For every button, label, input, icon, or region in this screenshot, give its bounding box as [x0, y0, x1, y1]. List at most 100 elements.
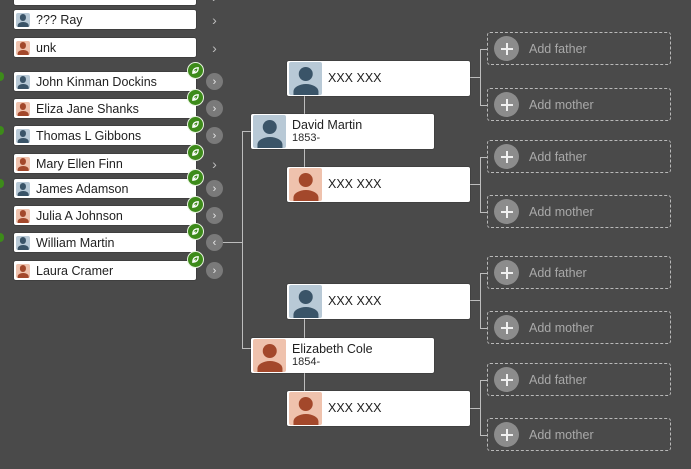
leaf-hint-icon[interactable] [187, 223, 204, 240]
add-father-button[interactable]: Add father [487, 256, 671, 289]
connector-line [480, 273, 488, 274]
person-card[interactable]: Julia A Johnson [14, 206, 196, 225]
chevron-right-icon[interactable]: › [206, 207, 223, 224]
add-label: Add mother [529, 97, 594, 112]
chevron-right-icon[interactable]: › [206, 100, 223, 117]
male-avatar-icon [289, 285, 322, 318]
chevron-right-icon[interactable]: › [212, 11, 217, 28]
plus-icon [494, 315, 519, 340]
connector-line [242, 131, 243, 348]
person-name: Elizabeth Cole [292, 341, 373, 356]
chevron-right-icon[interactable]: › [206, 0, 223, 5]
person-dates: 1853- [292, 132, 321, 145]
add-father-button[interactable]: Add father [487, 140, 671, 173]
add-label: Add father [529, 41, 587, 56]
leaf-hint-icon[interactable] [187, 144, 204, 161]
leaf-hint-icon[interactable] [187, 89, 204, 106]
person-name: Eliza Jane Shanks [36, 101, 139, 116]
person-name: XXX XXX [328, 71, 382, 86]
connector-line [304, 318, 305, 338]
female-avatar-icon [289, 392, 322, 425]
add-father-button[interactable]: Add father [487, 32, 671, 65]
chevron-right-icon[interactable]: › [206, 73, 223, 90]
add-father-button[interactable]: Add father [487, 363, 671, 396]
connector-line [480, 157, 488, 158]
hint-marker [0, 233, 4, 242]
connector-line [480, 49, 481, 106]
plus-icon [494, 144, 519, 169]
person-name: XXX XXX [328, 294, 382, 309]
chevron-right-icon[interactable]: › [206, 262, 223, 279]
plus-icon [494, 199, 519, 224]
leaf-hint-icon[interactable] [187, 169, 204, 186]
plus-icon [494, 260, 519, 285]
leaf-hint-icon[interactable] [187, 116, 204, 133]
person-card[interactable]: James Adamson [14, 179, 196, 198]
chevron-right-icon[interactable]: › [212, 39, 217, 56]
add-mother-button[interactable]: Add mother [487, 88, 671, 121]
person-name: Mary Ellen Finn [36, 156, 123, 171]
add-mother-button[interactable]: Add mother [487, 418, 671, 451]
male-avatar-icon [16, 235, 30, 250]
person-name: Laura Cramer [36, 263, 114, 278]
female-avatar-icon [16, 40, 30, 55]
add-label: Add mother [529, 427, 594, 442]
person-card-selected[interactable]: William Martin [14, 233, 196, 252]
person-name: James Adamson [36, 181, 129, 196]
person-card[interactable]: John Kinman Dockins [14, 72, 196, 91]
connector-line [470, 184, 480, 185]
father-card[interactable]: David Martin 1853- [251, 114, 434, 149]
chevron-right-icon[interactable]: › [206, 127, 223, 144]
male-avatar-icon [16, 12, 30, 27]
plus-icon [494, 422, 519, 447]
connector-line [470, 408, 480, 409]
male-avatar-icon [16, 128, 30, 143]
connector-line [480, 49, 488, 50]
person-dates: 1854- [292, 356, 321, 369]
add-mother-button[interactable]: Add mother [487, 311, 671, 344]
chevron-right-icon[interactable]: › [206, 180, 223, 197]
person-card[interactable]: Laura Cramer [14, 261, 196, 280]
plus-icon [494, 92, 519, 117]
chevron-right-icon[interactable]: › [212, 155, 217, 172]
add-label: Add mother [529, 320, 594, 335]
connector-line [480, 380, 481, 436]
person-name: Thomas L Gibbons [36, 128, 142, 143]
add-label: Add mother [529, 204, 594, 219]
connector-line [480, 328, 488, 329]
person-card[interactable]: unk [14, 38, 196, 57]
grandparent-card[interactable]: XXX XXX [287, 284, 470, 319]
grandparent-card[interactable]: XXX XXX [287, 391, 470, 426]
female-avatar-icon [289, 168, 322, 201]
connector-line [480, 105, 488, 106]
leaf-hint-icon[interactable] [187, 196, 204, 213]
grandparent-card[interactable]: XXX XXX [287, 61, 470, 96]
person-name: unk [36, 40, 57, 55]
person-card[interactable]: Eliza Jane Shanks [14, 99, 196, 118]
leaf-hint-icon[interactable] [187, 62, 204, 79]
person-card[interactable]: Mary Ellen Finn [14, 154, 196, 173]
hint-marker [0, 126, 4, 135]
person-name: John Kinman Dockins [36, 74, 157, 89]
add-label: Add father [529, 265, 587, 280]
male-avatar-icon [16, 181, 30, 196]
male-avatar-icon [16, 74, 30, 89]
male-avatar-icon [253, 115, 286, 148]
leaf-hint-icon[interactable] [187, 251, 204, 268]
female-avatar-icon [16, 263, 30, 278]
connector-line [470, 77, 480, 78]
person-name: David Martin [292, 117, 363, 132]
person-card[interactable]: Thomas L Gibbons [14, 126, 196, 145]
person-name: William Martin [36, 235, 115, 250]
add-mother-button[interactable]: Add mother [487, 195, 671, 228]
chevron-left-icon[interactable]: ‹ [206, 234, 223, 251]
mother-card[interactable]: Elizabeth Cole 1854- [251, 338, 434, 373]
connector-line [480, 380, 488, 381]
person-card[interactable]: ??? Ray [14, 10, 196, 29]
partial-card-top [14, 0, 196, 5]
female-avatar-icon [16, 101, 30, 116]
connector-line [304, 95, 305, 115]
grandparent-card[interactable]: XXX XXX [287, 167, 470, 202]
plus-icon [494, 36, 519, 61]
connector-line [480, 212, 488, 213]
